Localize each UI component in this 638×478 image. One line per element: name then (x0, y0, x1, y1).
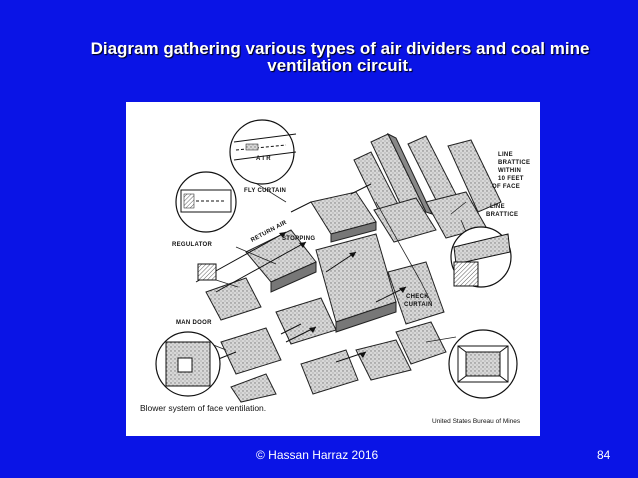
callout-line-brattice (450, 226, 512, 288)
ventilation-diagram: A I R FLY CURTAIN REGULATOR RETURN AIR S… (126, 102, 540, 436)
arrowheads (279, 232, 406, 358)
label-line-brattice-within-5: OF FACE (492, 184, 520, 190)
label-line-brattice-within-1: LINE (498, 152, 513, 158)
regulator-structure (197, 263, 217, 281)
title-line-1: Diagram gathering various types of air d… (90, 39, 590, 58)
page-number: 84 (597, 448, 611, 462)
label-check-curtain-1: CHECK (406, 294, 429, 300)
label-line-brattice-2: BRATTICE (486, 212, 518, 218)
diagram-drawing: A I R FLY CURTAIN REGULATOR RETURN AIR S… (140, 119, 530, 425)
callout-man-door (155, 331, 221, 397)
label-fly-curtain: FLY CURTAIN (244, 188, 286, 194)
label-air: A I R (256, 156, 271, 162)
label-line-brattice-within-2: BRATTICE (498, 160, 530, 166)
diagram-credit: United States Bureau of Mines (432, 418, 521, 425)
diagram-caption: Blower system of face ventilation. (140, 403, 266, 413)
label-line-brattice-within-4: 10 FEET (498, 176, 524, 182)
slide-title: Diagram gathering various types of air d… (40, 40, 638, 74)
callout-face (448, 329, 518, 399)
label-line-brattice-within-3: WITHIN (498, 168, 521, 174)
slide-footer: © Hassan Harraz 2016 (256, 448, 379, 462)
title-line-2: ventilation circuit. (267, 56, 413, 75)
callout-air (229, 119, 297, 185)
label-stopping: STOPPING (282, 236, 315, 242)
label-regulator: REGULATOR (172, 242, 213, 248)
label-check-curtain-2: CURTAIN (404, 302, 433, 308)
coal-pillars (205, 132, 502, 403)
label-line-brattice-1: LINE (490, 204, 505, 210)
callout-fly-curtain (175, 171, 237, 233)
label-man-door: MAN DOOR (176, 320, 212, 326)
